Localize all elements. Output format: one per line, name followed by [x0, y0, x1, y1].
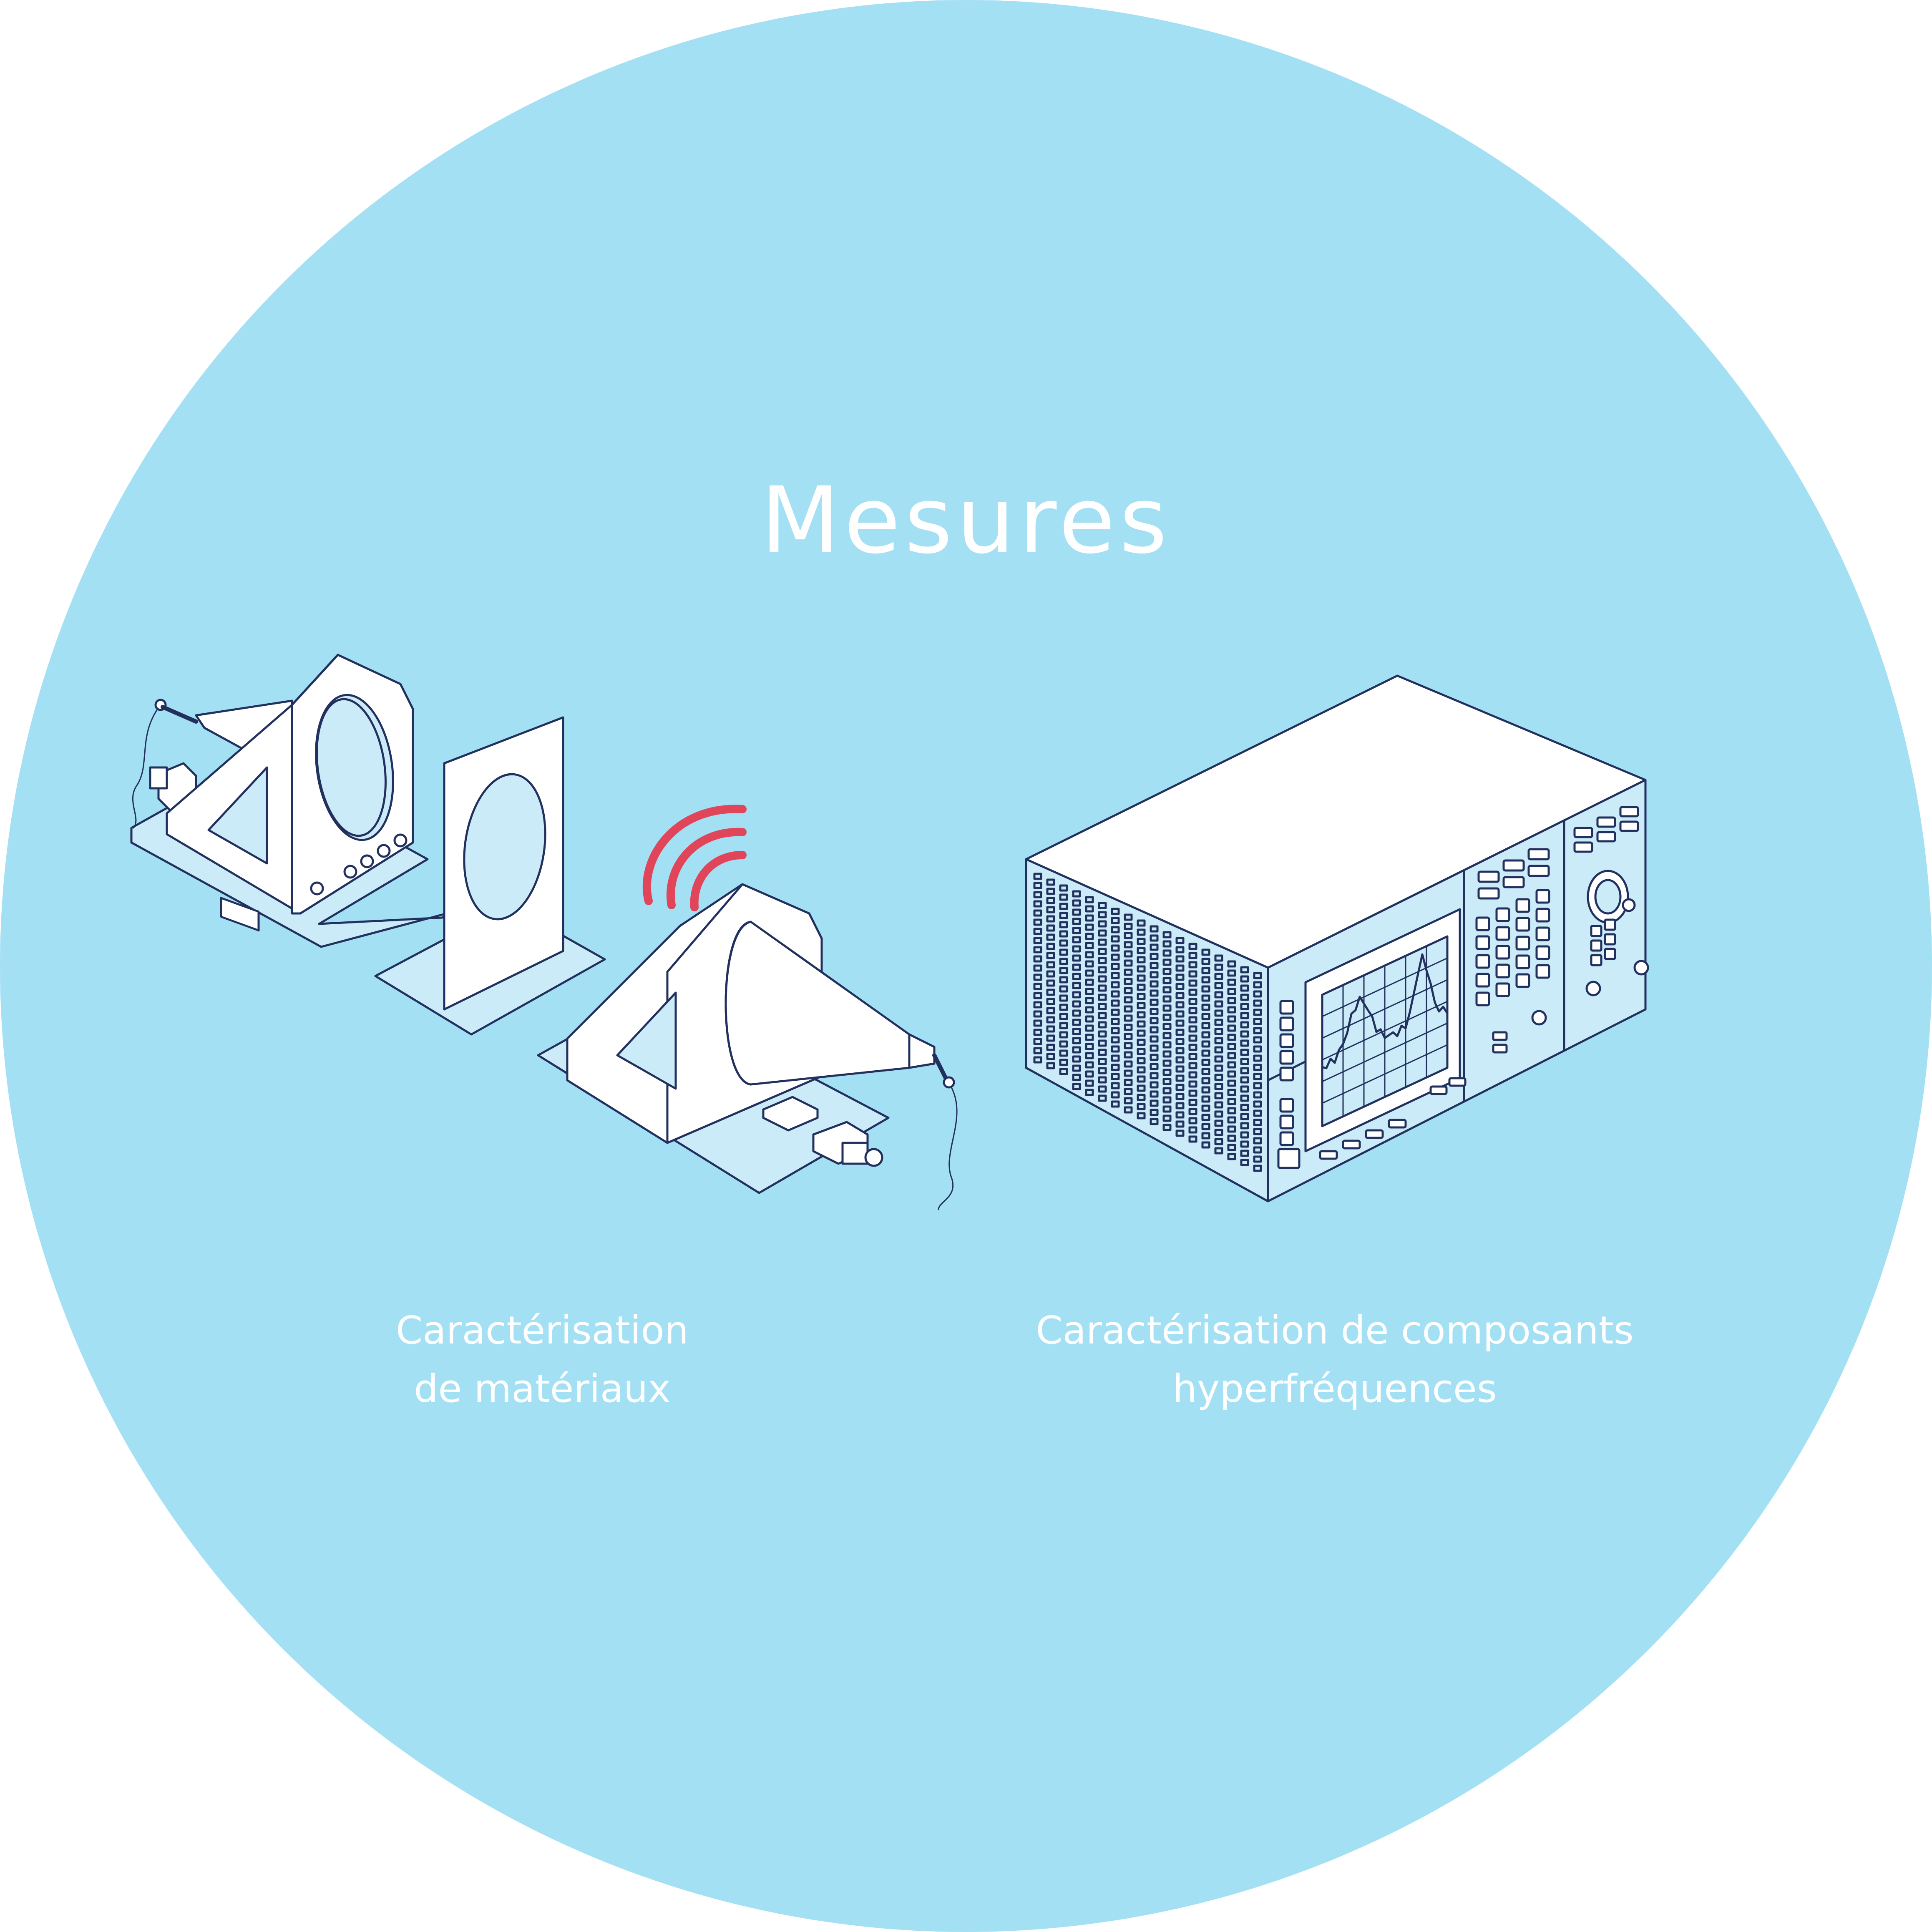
caption-components-line2: hyperfréquences	[1172, 1366, 1497, 1411]
wireless-signal-icon	[642, 805, 747, 911]
caption-materials-line1: Caractérisation	[396, 1308, 689, 1353]
caption-components-line1: Caractérisation de composants	[1036, 1308, 1634, 1353]
caption-materials: Caractérisation de matériaux	[292, 1301, 792, 1418]
caption-materials-line2: de matériaux	[414, 1366, 671, 1411]
caption-components: Caractérisation de composants hyperfréqu…	[959, 1301, 1710, 1418]
page-title: Mesures	[760, 467, 1172, 574]
network-analyzer-icon	[1025, 674, 1649, 1202]
free-space-antenna-bench-icon	[130, 654, 958, 1210]
